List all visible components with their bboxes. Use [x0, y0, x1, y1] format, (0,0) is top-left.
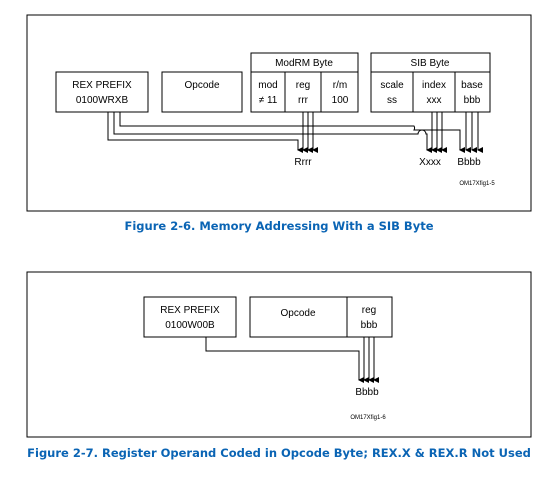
fig2-caption: Figure 2-7. Register Operand Coded in Op… — [27, 446, 531, 460]
fig1-opcode-label: Opcode — [184, 80, 219, 91]
fig1-opcode-box — [161, 71, 243, 113]
fig1-reg-label: reg — [296, 80, 310, 91]
fig2-reg-label: reg — [362, 305, 376, 316]
fig1-modrm-box — [250, 52, 359, 113]
fig2-opcode-box — [249, 296, 393, 338]
fig2-rex-prefix-box — [143, 296, 237, 338]
figure2-frame — [26, 271, 532, 438]
fig1-sib-box — [370, 52, 491, 113]
fig1-wire-rex-x — [113, 112, 432, 153]
fig1-reg-value: rrr — [298, 95, 309, 106]
fig1-sib-title: SIB Byte — [411, 58, 450, 69]
fig1-output-reg: Rrrr — [294, 157, 312, 168]
fig1-scale-value: ss — [387, 95, 397, 106]
fig1-rex-bits: 0100WRXB — [76, 95, 129, 106]
fig2-rex-bits: 0100W00B — [165, 320, 215, 331]
fig1-base-value: bbb — [464, 95, 481, 106]
figure1-frame — [26, 14, 532, 212]
fig1-output-index: Xxxx — [419, 157, 441, 168]
fig2-reg-value: bbb — [361, 320, 378, 331]
fig1-output-base: Bbbb — [457, 157, 481, 168]
fig1-base-label: base — [461, 80, 483, 91]
fig1-mod-value: ≠ 11 — [259, 95, 278, 106]
fig1-wire-rex-r — [107, 112, 303, 153]
fig2-opcode-label: Opcode — [280, 308, 315, 319]
fig1-wire-rex-b — [119, 112, 465, 153]
fig1-rm-label: r/m — [333, 80, 347, 91]
fig1-index-label: index — [422, 80, 446, 91]
fig1-rex-prefix-box — [55, 71, 149, 113]
fig1-modrm-title: ModRM Byte — [275, 58, 333, 69]
fig2-wire-rex-b — [205, 337, 364, 383]
fig1-rm-value: 100 — [332, 95, 349, 106]
fig1-index-value: xxx — [427, 95, 442, 106]
fig1-caption: Figure 2-6. Memory Addressing With a SIB… — [125, 219, 434, 233]
fig1-mod-label: mod — [258, 80, 277, 91]
fig2-rex-title: REX PREFIX — [160, 305, 220, 316]
fig1-figure-id: OM17Xfig1-5 — [459, 181, 495, 187]
fig1-rex-title: REX PREFIX — [72, 80, 132, 91]
fig2-output: Bbbb — [355, 387, 379, 398]
fig1-scale-label: scale — [380, 80, 404, 91]
fig2-figure-id: OM17Xfig1-6 — [350, 415, 386, 421]
